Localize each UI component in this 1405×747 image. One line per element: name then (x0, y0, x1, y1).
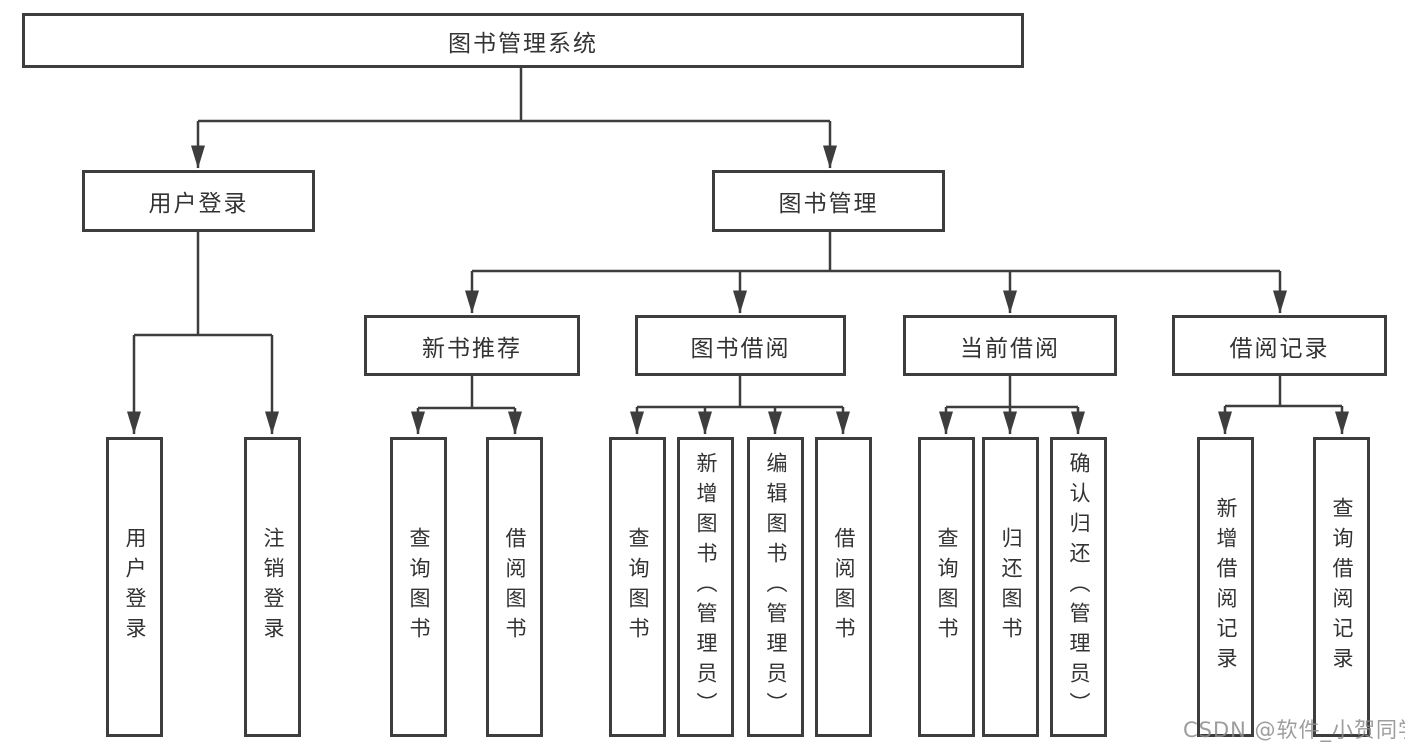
node-root-system: 图书管理系统 (22, 13, 1024, 68)
node-new-book-recommend: 新书推荐 (364, 315, 580, 376)
leaf-add-books-admin: 新增图书（管理员） (677, 437, 734, 737)
leaf-return-books: 归还图书 (982, 437, 1039, 737)
leaf-logout: 注销登录 (244, 437, 301, 737)
node-current-borrow: 当前借阅 (903, 315, 1117, 376)
leaf-borrow-books: 借阅图书 (815, 437, 872, 737)
leaf-confirm-return-admin: 确认归还（管理员） (1050, 437, 1107, 737)
leaf-query-books-current: 查询图书 (918, 437, 975, 737)
leaf-query-books-recommend: 查询图书 (390, 437, 447, 737)
node-user-login: 用户登录 (82, 170, 315, 232)
leaf-query-books-borrow: 查询图书 (609, 437, 666, 737)
leaf-add-borrow-record: 新增借阅记录 (1197, 437, 1254, 737)
leaf-user-login: 用户登录 (106, 437, 163, 737)
node-book-management: 图书管理 (712, 170, 945, 232)
node-borrow-record: 借阅记录 (1172, 315, 1387, 376)
node-book-borrow: 图书借阅 (635, 315, 846, 376)
leaf-borrow-books-recommend: 借阅图书 (486, 437, 543, 737)
csdn-watermark: CSDN @软件_小贺同学 (1183, 718, 1405, 742)
leaf-query-borrow-record: 查询借阅记录 (1313, 437, 1370, 737)
leaf-edit-books-admin: 编辑图书（管理员） (747, 437, 804, 737)
